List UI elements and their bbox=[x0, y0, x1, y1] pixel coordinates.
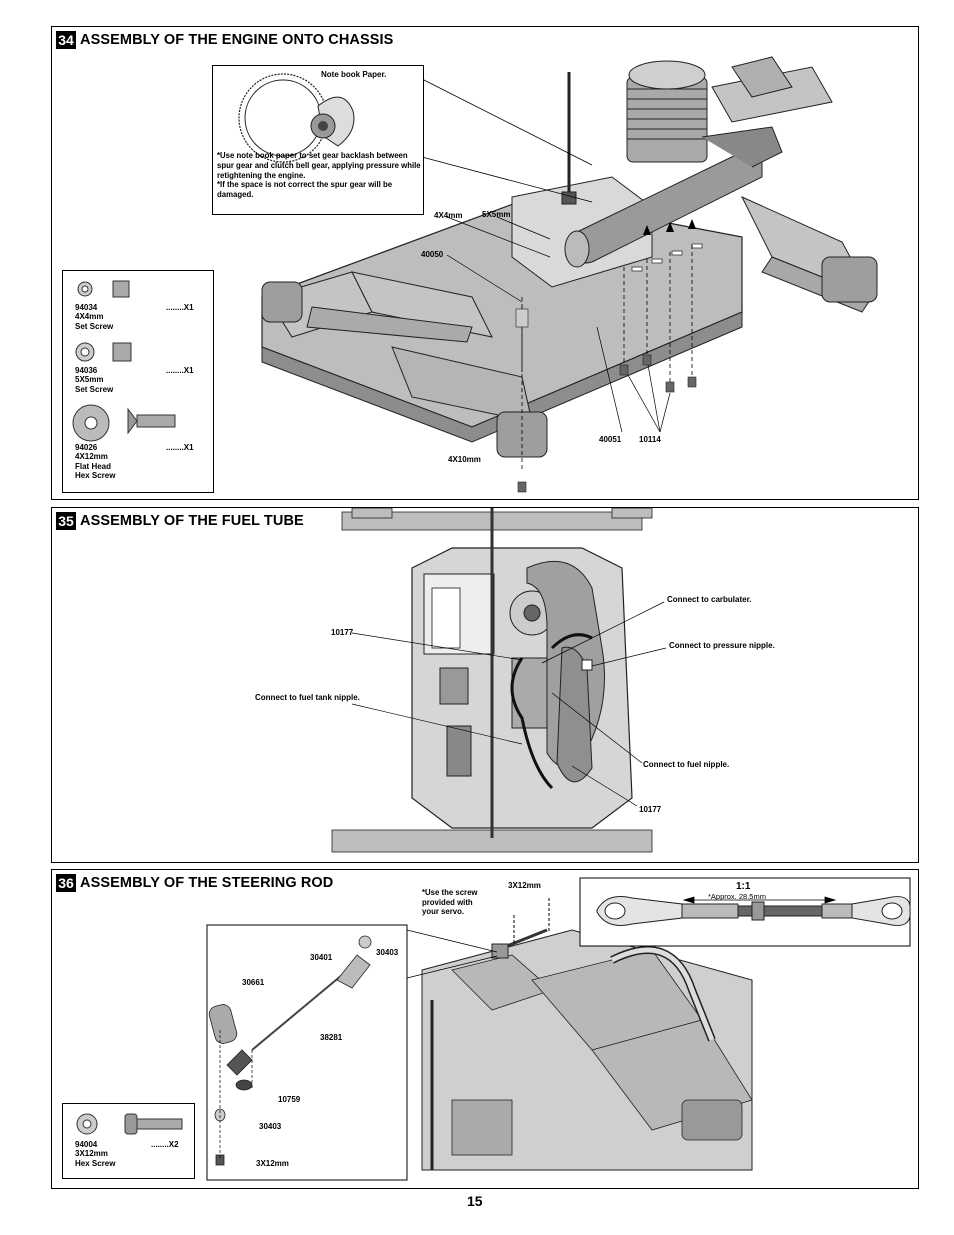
callout-label: Connect to fuel tank nipple. bbox=[255, 693, 360, 702]
engine-chassis-illustration bbox=[261, 56, 878, 493]
callout-label: Connect to pressure nipple. bbox=[669, 641, 775, 650]
part-qty: ........X1 bbox=[166, 443, 194, 452]
callout-label: 40051 bbox=[599, 435, 622, 444]
flat-head-screw-icon bbox=[72, 404, 176, 442]
scale-label: 1:1 bbox=[736, 881, 751, 892]
step-35-section: 35 ASSEMBLY OF THE FUEL TUBE 10177 Conne… bbox=[51, 507, 919, 863]
fuel-tube-illustration bbox=[331, 508, 667, 853]
step-35-header: 35 ASSEMBLY OF THE FUEL TUBE bbox=[56, 512, 308, 530]
step-title: ASSEMBLY OF THE STEERING ROD bbox=[80, 875, 334, 891]
parts-list-box: 94034 ........X1 4X4mm Set Screw 94036 .… bbox=[62, 270, 214, 493]
steering-rod-illustration bbox=[206, 877, 911, 1181]
part-code: 94034 bbox=[75, 303, 98, 312]
part-desc: 3X12mm Hex Screw bbox=[75, 1149, 116, 1168]
step-number: 35 bbox=[56, 512, 76, 530]
page-number: 15 bbox=[467, 1193, 483, 1209]
step-title: ASSEMBLY OF THE FUEL TUBE bbox=[80, 513, 304, 529]
servo-screw-note: *Use the screw provided with your servo. bbox=[422, 888, 478, 916]
callout-label: 3X12mm bbox=[256, 1159, 289, 1168]
callout-label: Connect to carbulater. bbox=[667, 595, 752, 604]
part-desc: 4X4mm Set Screw bbox=[75, 312, 114, 331]
callout-label: 4X4mm bbox=[434, 211, 463, 220]
callout-label: 10177 bbox=[639, 805, 662, 814]
parts-list-box: 94004 ........X2 3X12mm Hex Screw bbox=[62, 1103, 195, 1179]
callout-label: 30401 bbox=[310, 953, 333, 962]
step-34-section: 34 ASSEMBLY OF THE ENGINE ONTO CHASSIS N… bbox=[51, 26, 919, 500]
callout-label: Connect to fuel nipple. bbox=[643, 760, 730, 769]
callout-label: 10177 bbox=[331, 628, 354, 637]
part-code: 94036 bbox=[75, 366, 98, 375]
part-desc: 4X12mm Flat Head Hex Screw bbox=[75, 452, 116, 480]
set-screw-icon bbox=[75, 342, 132, 362]
step-title: ASSEMBLY OF THE ENGINE ONTO CHASSIS bbox=[80, 32, 394, 48]
callout-label: 3X12mm bbox=[508, 881, 541, 890]
callout-label: 5X5mm bbox=[482, 210, 511, 219]
part-qty: ........X1 bbox=[166, 366, 194, 375]
part-code: 94026 bbox=[75, 443, 98, 452]
hex-screw-icon bbox=[76, 1113, 183, 1135]
callout-label: 30403 bbox=[376, 948, 399, 957]
callout-label: 40050 bbox=[421, 250, 444, 259]
approx-length-label: *Approx. 28.5mm bbox=[708, 892, 766, 901]
step-number: 36 bbox=[56, 874, 76, 892]
part-code: 94004 bbox=[75, 1140, 98, 1149]
set-screw-icon bbox=[77, 280, 130, 298]
step-36-header: 36 ASSEMBLY OF THE STEERING ROD bbox=[56, 874, 333, 892]
callout-label: 38281 bbox=[320, 1033, 343, 1042]
step-34-header: 34 ASSEMBLY OF THE ENGINE ONTO CHASSIS bbox=[56, 31, 393, 49]
part-qty: ........X1 bbox=[166, 303, 194, 312]
backlash-note-inset: Note book Paper. *Use note book paper to… bbox=[212, 65, 424, 215]
callout-label: 30403 bbox=[259, 1122, 282, 1131]
callout-label: 30661 bbox=[242, 978, 265, 987]
step-36-section: 36 ASSEMBLY OF THE STEERING ROD *Use the… bbox=[51, 869, 919, 1189]
part-desc: 5X5mm Set Screw bbox=[75, 375, 114, 394]
callout-label: 10114 bbox=[639, 435, 661, 444]
callout-label: 10759 bbox=[278, 1095, 301, 1104]
step-number: 34 bbox=[56, 31, 76, 49]
backlash-note-text: *Use note book paper to set gear backlas… bbox=[217, 151, 421, 200]
note-book-label: Note book Paper. bbox=[321, 70, 387, 79]
callout-label: 4X10mm bbox=[448, 455, 481, 464]
spur-gear-icon bbox=[238, 73, 355, 163]
part-qty: ........X2 bbox=[151, 1140, 179, 1149]
